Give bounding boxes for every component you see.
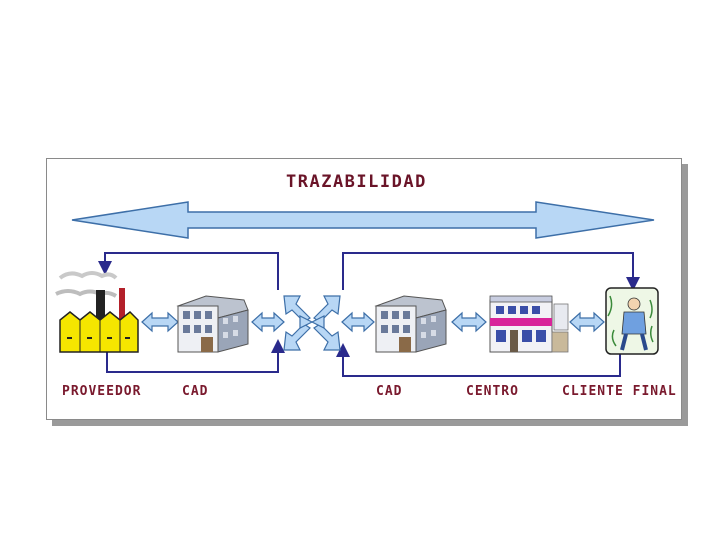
warehouse-building-icon [176,295,249,353]
store-building-icon [489,295,569,353]
stage-label-cad-2: CAD [376,384,403,399]
warehouse-building-icon-2 [374,295,447,353]
stage-label-cliente-final: CLIENTE FINAL [562,384,677,399]
double-arrow-centro-cliente [569,311,605,333]
traceability-double-arrow [71,201,655,239]
factory-icon [55,271,139,353]
diagram-title: TRAZABILIDAD [286,172,427,192]
flow-line-bottom-left [106,339,285,373]
double-arrow-proveedor-cad [141,311,179,333]
double-arrow-cad-centro [451,311,487,333]
double-arrow-hub-cad [341,311,375,333]
crossroads-arrows-icon [283,295,341,351]
flow-line-top-right [342,252,640,291]
double-arrow-cad-hub [251,311,285,333]
flow-line-bottom-right [336,343,621,377]
flow-line-top-left [98,252,279,290]
customer-icon [605,287,659,355]
stage-label-centro: CENTRO [466,384,519,399]
stage-label-cad-1: CAD [182,384,209,399]
stage-label-proveedor: PROVEEDOR [62,384,142,399]
